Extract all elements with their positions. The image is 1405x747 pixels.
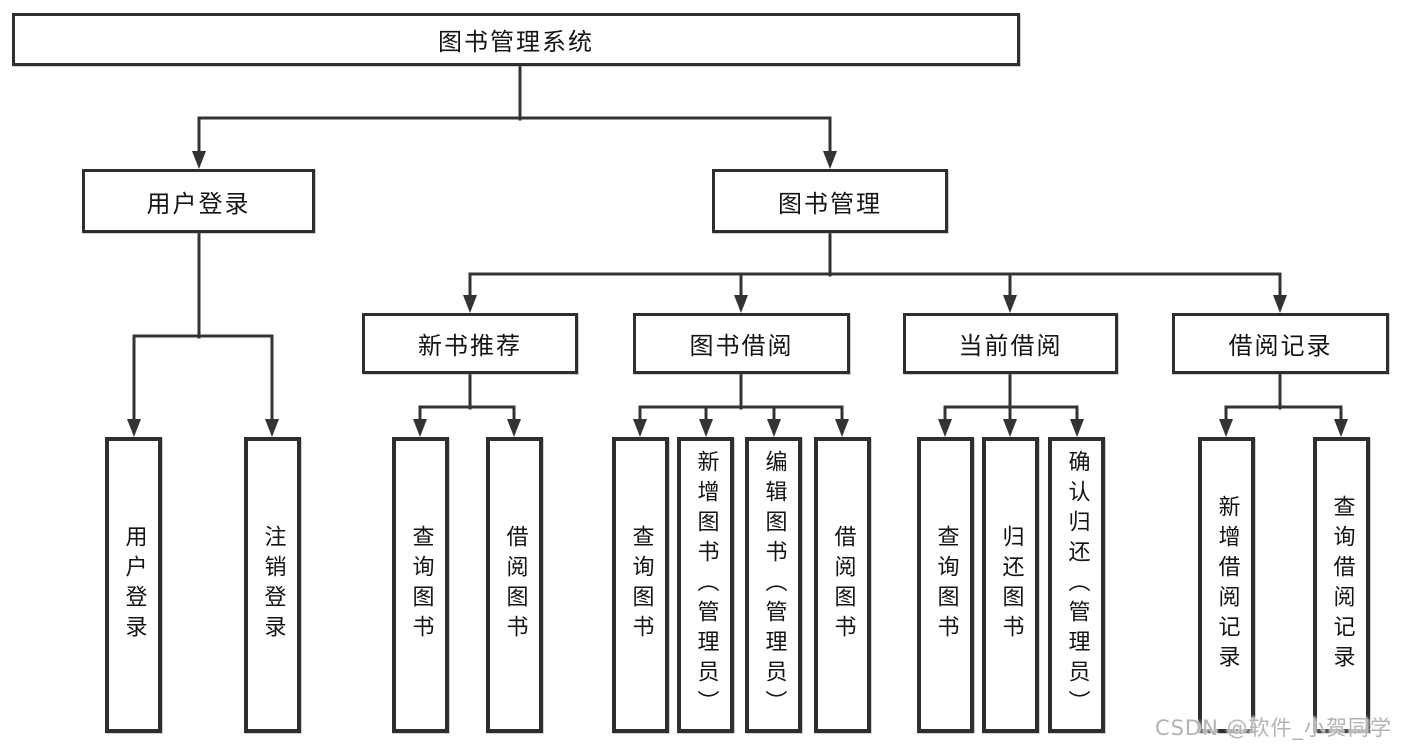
arrow-down-icon (1219, 419, 1233, 437)
leaf-borrow-books-1-label: 借阅图书 (502, 525, 528, 645)
arrow-down-icon (463, 295, 477, 313)
connector-newbook-to-leaves (413, 372, 521, 437)
leaf-confirm-return-admin-label: 确认归还（管理员） (1064, 450, 1090, 720)
connector-records-to-leaves (1219, 372, 1348, 437)
arrow-down-icon (127, 419, 141, 437)
node-book-management: 图书管理 (712, 169, 948, 233)
csdn-watermark: CSDN @软件_小贺同学 (1154, 716, 1392, 740)
leaf-add-book-admin: 新增图书（管理员） (677, 437, 734, 733)
arrow-down-icon (1273, 295, 1287, 313)
arrow-down-icon (633, 419, 647, 437)
arrow-down-icon (413, 419, 427, 437)
node-current-borrow: 当前借阅 (903, 313, 1118, 374)
connector-current-to-leaves (938, 372, 1084, 437)
leaf-edit-book-admin-label: 编辑图书（管理员） (761, 450, 787, 720)
node-book-borrow: 图书借阅 (633, 313, 850, 374)
leaf-query-books-3-label: 查询图书 (933, 525, 959, 645)
leaf-query-books-3: 查询图书 (917, 437, 974, 733)
node-new-book-recommend: 新书推荐 (362, 313, 578, 374)
leaf-query-borrow-record: 查询借阅记录 (1313, 437, 1370, 733)
node-root: 图书管理系统 (12, 13, 1020, 66)
node-borrow-records-label: 借阅记录 (1228, 332, 1333, 360)
leaf-return-book-label: 归还图书 (998, 525, 1024, 645)
arrow-down-icon (1334, 419, 1348, 437)
leaf-add-borrow-record: 新增借阅记录 (1198, 437, 1255, 733)
leaf-logout: 注销登录 (244, 437, 301, 733)
arrow-down-icon (767, 419, 781, 437)
connector-userlogin-to-leaves (127, 231, 279, 437)
leaf-logout-label: 注销登录 (260, 525, 286, 645)
leaf-borrow-books-1: 借阅图书 (486, 437, 543, 733)
leaf-add-book-admin-label: 新增图书（管理员） (693, 450, 719, 720)
arrow-down-icon (1003, 295, 1017, 313)
leaf-query-books-2: 查询图书 (612, 437, 669, 733)
arrow-down-icon (507, 419, 521, 437)
node-root-label: 图书管理系统 (438, 28, 594, 56)
leaf-return-book: 归还图书 (982, 437, 1039, 733)
arrow-down-icon (265, 419, 279, 437)
arrow-down-icon (1070, 419, 1084, 437)
leaf-edit-book-admin: 编辑图书（管理员） (745, 437, 802, 733)
node-user-login: 用户登录 (82, 169, 315, 233)
connector-borrow-to-leaves (633, 372, 849, 437)
node-new-book-recommend-label: 新书推荐 (418, 332, 522, 360)
leaf-query-books-1: 查询图书 (392, 437, 449, 733)
arrow-down-icon (699, 419, 713, 437)
node-borrow-records: 借阅记录 (1172, 313, 1389, 374)
node-book-borrow-label: 图书借阅 (689, 332, 794, 360)
arrow-down-icon (192, 151, 206, 169)
connector-bookmgmt-to-sections (463, 231, 1287, 313)
arrow-down-icon (938, 419, 952, 437)
leaf-borrow-books-2-label: 借阅图书 (830, 525, 856, 645)
leaf-user-login: 用户登录 (105, 437, 162, 733)
leaf-add-borrow-record-label: 新增借阅记录 (1214, 495, 1240, 675)
arrow-down-icon (1003, 419, 1017, 437)
node-book-management-label: 图书管理 (778, 189, 882, 218)
arrow-down-icon (734, 295, 748, 313)
connector-root-to-branches (192, 64, 837, 169)
leaf-borrow-books-2: 借阅图书 (814, 437, 871, 733)
arrow-down-icon (835, 419, 849, 437)
node-current-borrow-label: 当前借阅 (958, 332, 1063, 360)
leaf-query-books-2-label: 查询图书 (628, 525, 654, 645)
node-user-login-label: 用户登录 (146, 189, 251, 218)
arrow-down-icon (823, 151, 837, 169)
leaf-query-books-1-label: 查询图书 (408, 525, 434, 645)
leaf-query-borrow-record-label: 查询借阅记录 (1329, 495, 1355, 675)
leaf-user-login-label: 用户登录 (121, 525, 147, 645)
leaf-confirm-return-admin: 确认归还（管理员） (1048, 437, 1105, 733)
